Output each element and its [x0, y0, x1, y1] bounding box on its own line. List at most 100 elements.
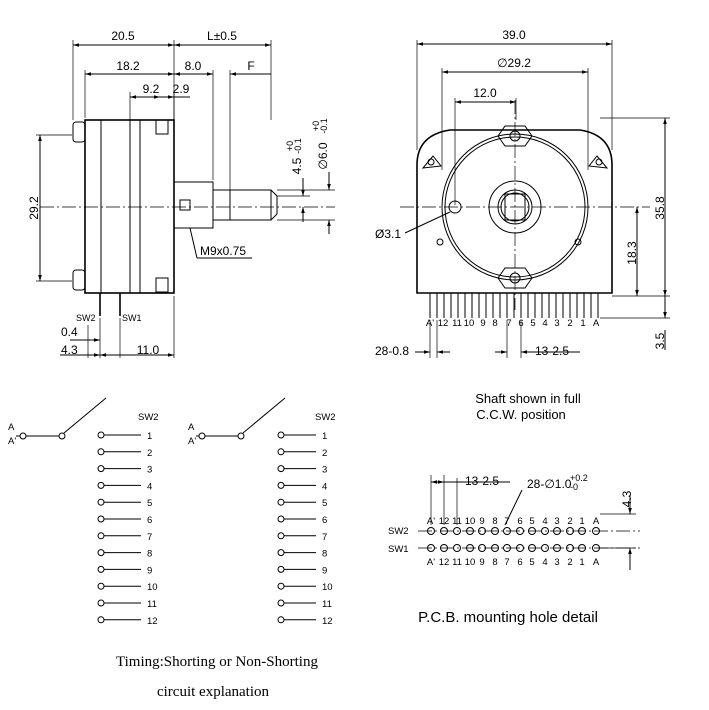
pcb-hole	[541, 527, 549, 535]
front-pin-label: 11	[452, 318, 462, 329]
front-pin-label: 9	[480, 318, 485, 329]
pcb-pin-label: 6	[517, 516, 522, 527]
pcb-hole	[566, 544, 574, 552]
label-a-left: A	[8, 422, 15, 433]
pcb-pin-label: 12	[439, 516, 450, 527]
pcb-hole	[516, 527, 524, 535]
pcb-hole	[466, 527, 474, 535]
contact-label: 4	[147, 481, 152, 492]
contact-terminal	[277, 431, 285, 439]
contact-label: 7	[147, 532, 152, 543]
pcb-dim-holes: 28-∅1.0	[527, 477, 572, 491]
contact-terminal	[97, 448, 105, 456]
svg-text:+0.2: +0.2	[570, 473, 588, 483]
dim-39-0: 39.0	[502, 28, 526, 42]
pcb-hole	[478, 527, 486, 535]
contact-terminal	[97, 498, 105, 506]
contact-terminal	[97, 549, 105, 557]
dim-9-2: 9.2	[143, 82, 160, 96]
pcb-pin-label: 8	[492, 516, 497, 527]
contact-terminal	[277, 616, 285, 624]
dim-4-3: 4.3	[61, 343, 78, 357]
front-pin-label: 3	[554, 318, 559, 329]
pcb-hole	[578, 527, 586, 535]
contact-label: 3	[322, 465, 327, 476]
contact-label: 2	[322, 448, 327, 459]
contact-label: 4	[322, 481, 327, 492]
dim-4-5: 4.5	[290, 157, 304, 174]
dim-12-0: 12.0	[473, 86, 497, 100]
front-pin-label: 12	[438, 318, 449, 329]
pcb-pin-label: 4	[542, 557, 547, 568]
contact-label: 11	[322, 599, 332, 610]
pcb-pin-label: 12	[439, 557, 450, 568]
contact-terminal	[277, 599, 285, 607]
pcb-caption: P.C.B. mounting hole detail	[418, 609, 598, 626]
pcb-hole	[440, 544, 448, 552]
pcb-hole	[427, 544, 435, 552]
pcb-pin-label: 11	[452, 557, 462, 568]
pcb-hole	[516, 544, 524, 552]
dim-29-2: 29.2	[27, 196, 41, 220]
svg-text:-0: -0	[570, 482, 578, 492]
pcb-holes	[427, 527, 600, 552]
front-pin-label: 8	[492, 318, 497, 329]
label-a-prime-right: A'	[188, 436, 196, 447]
label-sw1-side: SW1	[122, 313, 142, 323]
timing-caption-line1: Timing:Shorting or Non-Shorting	[116, 654, 318, 670]
contact-label: 5	[147, 498, 152, 509]
front-pin-label: 5	[530, 318, 535, 329]
contact-label: 2	[147, 448, 152, 459]
pcb-pin-label: 1	[579, 557, 584, 568]
dim-pins: 28-0.8	[375, 344, 409, 358]
pcb-hole	[592, 544, 600, 552]
front-pins	[429, 293, 599, 318]
pcb-pin-label: 5	[529, 516, 534, 527]
svg-text:-0.1: -0.1	[293, 138, 303, 154]
svg-text:+0: +0	[285, 141, 295, 151]
label-a-right: A	[188, 422, 195, 433]
pcb-pin-label: 2	[567, 516, 572, 527]
pcb-hole	[553, 544, 561, 552]
contact-label: 1	[147, 431, 152, 442]
front-pin-label: 7	[506, 318, 511, 329]
front-pin-label: 4	[542, 318, 547, 329]
pcb-hole	[503, 544, 511, 552]
pcb-hole	[592, 527, 600, 535]
pcb-pin-label: 4	[542, 516, 547, 527]
pcb-hole	[553, 527, 561, 535]
pcb-hole	[427, 527, 435, 535]
pcb-pin-label: 3	[554, 557, 559, 568]
pcb-hole	[528, 544, 536, 552]
contact-terminal	[97, 582, 105, 590]
contact-terminal	[97, 565, 105, 573]
contact-terminal	[277, 515, 285, 523]
pcb-pin-label: 9	[479, 516, 484, 527]
contact-label: 3	[147, 465, 152, 476]
pcb-pin-label: 1	[579, 516, 584, 527]
label-sw2-right: SW2	[315, 412, 336, 423]
dim-2-9: 2.9	[173, 82, 190, 96]
contact-terminal	[277, 549, 285, 557]
contact-terminal	[277, 481, 285, 489]
contact-terminal	[277, 532, 285, 540]
contact-label: 6	[147, 515, 152, 526]
contact-terminal	[277, 448, 285, 456]
contact-terminal	[277, 582, 285, 590]
dim-8-0: 8.0	[185, 59, 202, 73]
contact-terminal	[277, 465, 285, 473]
contact-label: 10	[147, 582, 158, 593]
contact-terminal	[97, 465, 105, 473]
pcb-pin-label: A'	[427, 557, 435, 568]
pcb-label-sw2: SW2	[388, 526, 409, 537]
dim-f: F	[247, 59, 254, 73]
dim-l: L±0.5	[207, 29, 237, 43]
pcb-hole	[466, 544, 474, 552]
pcb-hole	[503, 527, 511, 535]
svg-text:-0.1: -0.1	[319, 118, 329, 134]
dim-11-0: 11.0	[137, 343, 160, 357]
